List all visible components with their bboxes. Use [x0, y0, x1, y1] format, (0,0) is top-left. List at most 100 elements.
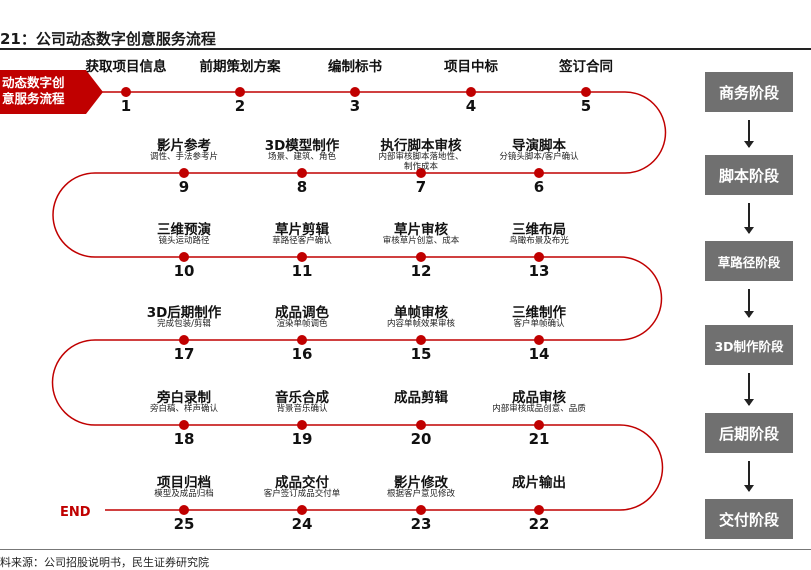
step-description: 客户签订成品交付单	[263, 489, 341, 499]
step-number: 3	[349, 97, 361, 115]
step-marker	[581, 87, 591, 97]
figure-title: 21：公司动态数字创意服务流程	[0, 30, 216, 48]
step-number: 19	[291, 430, 313, 448]
step-title: 影片参考	[157, 138, 211, 154]
step-title: 获取项目信息	[85, 59, 167, 75]
step-title: 草片审核	[394, 222, 448, 238]
step-number: 12	[410, 262, 432, 280]
step-title: 三维制作	[512, 305, 566, 321]
stage-box: 草路径阶段	[705, 241, 793, 281]
step-title: 前期策划方案	[199, 59, 281, 75]
step-description: 鸟瞰布景及布光	[509, 236, 569, 246]
step-number: 7	[415, 178, 427, 196]
start-label-line: 意服务流程	[2, 91, 65, 106]
step-number: 15	[410, 345, 432, 363]
step-marker	[416, 168, 426, 178]
stage-box: 3D制作阶段	[705, 325, 793, 365]
stage-box: 商务阶段	[705, 72, 793, 112]
stage-box: 后期阶段	[705, 413, 793, 453]
stage-arrow	[744, 120, 754, 148]
step-title: 成品交付	[275, 475, 329, 491]
step-number: 10	[173, 262, 195, 280]
step-number: 4	[465, 97, 477, 115]
step-number: 22	[528, 515, 550, 533]
step-title: 单帧审核	[394, 305, 448, 321]
step-description: 草路径客户确认	[272, 236, 332, 246]
step-number: 16	[291, 345, 313, 363]
step-marker	[534, 335, 544, 345]
step-marker	[297, 420, 307, 430]
step-title: 成品审核	[512, 390, 566, 406]
step-marker	[416, 335, 426, 345]
step-marker	[297, 505, 307, 515]
step-title: 签订合同	[559, 59, 613, 75]
source-note: 料来源：公司招股说明书，民生证券研究院	[0, 556, 209, 569]
step-marker	[179, 420, 189, 430]
step-title: 成片输出	[512, 475, 566, 491]
stage-arrow	[744, 373, 754, 406]
step-marker	[179, 252, 189, 262]
step-title: 项目归档	[157, 475, 211, 491]
step-title: 执行脚本审核	[380, 138, 462, 154]
step-title: 编制标书	[328, 59, 382, 75]
step-description: 内部审核成品创意、品质	[492, 404, 586, 414]
step-number: 6	[533, 178, 545, 196]
bottom-rule	[0, 549, 811, 550]
step-number: 18	[173, 430, 195, 448]
stage-box: 交付阶段	[705, 499, 793, 539]
step-title: 3D模型制作	[264, 138, 340, 154]
step-title: 项目中标	[444, 59, 498, 75]
step-number: 20	[410, 430, 432, 448]
step-marker	[350, 87, 360, 97]
step-title: 三维布局	[512, 222, 566, 238]
step-description: 客户单帧确认	[513, 319, 565, 329]
stage-box: 脚本阶段	[705, 155, 793, 195]
step-description: 背景音乐确认	[276, 404, 328, 414]
end-label: END	[60, 505, 91, 520]
step-number: 24	[291, 515, 313, 533]
step-description: 旁白稿、样声确认	[149, 404, 219, 414]
step-description: 完成包装/剪辑	[157, 319, 211, 329]
step-marker	[179, 335, 189, 345]
step-number: 9	[178, 178, 190, 196]
step-marker	[466, 87, 476, 97]
stage-arrow	[744, 461, 754, 492]
step-marker	[416, 505, 426, 515]
step-description: 渲染单帧调色	[276, 319, 328, 329]
serpentine-line	[51, 91, 667, 511]
step-title: 影片修改	[394, 475, 448, 491]
step-number: 5	[580, 97, 592, 115]
step-marker	[297, 168, 307, 178]
step-marker	[534, 505, 544, 515]
step-number: 21	[528, 430, 550, 448]
step-number: 14	[528, 345, 550, 363]
step-marker	[179, 168, 189, 178]
step-description: 审核草片创意、成本	[382, 236, 460, 246]
step-description: 模型及成品归档	[154, 489, 214, 499]
step-number: 11	[291, 262, 313, 280]
step-marker	[297, 252, 307, 262]
step-description: 场景、建筑、角色	[267, 152, 337, 162]
step-description: 分镜头脚本/客户确认	[499, 152, 579, 162]
step-description: 内部审核脚本落地性、 制作成本	[378, 152, 464, 172]
step-number: 25	[173, 515, 195, 533]
stage-arrow	[744, 289, 754, 318]
step-title: 3D后期制作	[146, 305, 222, 321]
step-marker	[534, 168, 544, 178]
start-banner	[0, 70, 103, 114]
step-marker	[534, 420, 544, 430]
step-marker	[235, 87, 245, 97]
start-label: 动态数字创 意服务流程	[2, 75, 65, 107]
start-label-line: 动态数字创	[2, 75, 65, 90]
step-title: 旁白录制	[157, 390, 211, 406]
step-marker	[121, 87, 131, 97]
step-title: 成品调色	[275, 305, 329, 321]
step-number: 2	[234, 97, 246, 115]
step-number: 17	[173, 345, 195, 363]
step-description: 内容单帧效果审核	[386, 319, 456, 329]
step-title: 成品剪辑	[394, 390, 448, 406]
step-marker	[416, 252, 426, 262]
step-marker	[416, 420, 426, 430]
step-marker	[297, 335, 307, 345]
